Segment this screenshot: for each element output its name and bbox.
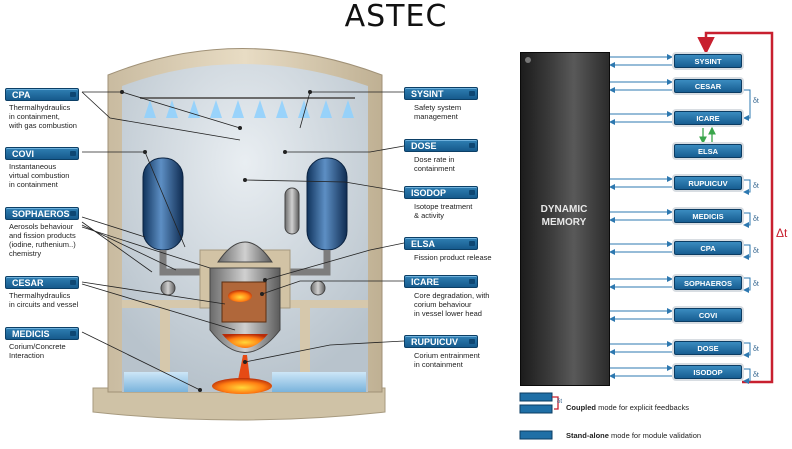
reactor-core: [221, 281, 267, 323]
big-dt-label: Δt: [776, 226, 788, 240]
dt-label-dose: δt: [753, 346, 759, 353]
module-sophaeros-label: SOPHAEROS: [5, 207, 79, 220]
module-cesar-label: CESAR: [5, 276, 79, 289]
cavity-wall-left: [160, 308, 170, 392]
corium-lower-head: [222, 334, 268, 348]
legend-standalone-text: Stand-alone mode for module validation: [566, 431, 702, 440]
chain-dose: DOSE: [674, 341, 742, 355]
chain-icare: ICARE: [674, 111, 742, 125]
legend-coupled-icon: [519, 392, 559, 414]
chain-elsa: ELSA: [674, 144, 742, 158]
module-isodop-label: ISODOP: [404, 186, 478, 199]
module-elsa-desc: Fission product release: [414, 253, 492, 262]
memory-links: [608, 54, 673, 379]
primary-pipe-right: [285, 250, 331, 276]
chain-cesar: CESAR: [674, 79, 742, 93]
pool-left: [124, 372, 188, 392]
dt-label-rupuicuv: δt: [753, 183, 759, 190]
chain-sysint: SYSINT: [674, 54, 742, 68]
chain-medicis: MEDICIS: [674, 209, 742, 223]
module-sysint-label: SYSINT: [404, 87, 478, 100]
chain-covi: COVI: [674, 308, 742, 322]
chain-cpa: CPA: [674, 241, 742, 255]
chain-isodop: ISODOP: [674, 365, 742, 379]
pressurizer: [284, 187, 300, 235]
primary-pipe-left: [159, 250, 205, 276]
global-timestep-loop: [697, 31, 774, 384]
dt-label-isodop: δt: [753, 372, 759, 379]
dt-label-sophaeros: δt: [753, 281, 759, 288]
module-rupuicuv-label: RUPUICUV: [404, 335, 478, 348]
module-cpa-label: CPA: [5, 88, 79, 101]
legend-standalone-icon: [519, 430, 553, 440]
dt-label-medicis: δt: [753, 216, 759, 223]
dt-label-cesar: δt: [753, 98, 759, 105]
module-covi-label: COVI: [5, 147, 79, 160]
leader-dots: [120, 90, 312, 392]
vessel-head: [217, 241, 273, 263]
dt-label-legend: δt: [557, 399, 563, 405]
local-timestep-loops: [742, 89, 751, 384]
base-slab: [92, 387, 386, 421]
corium-pool: [212, 378, 272, 394]
pool-right: [272, 372, 366, 392]
module-icare-label: ICARE: [404, 275, 478, 288]
dynamic-memory-block: [520, 52, 610, 386]
corium-debris: [228, 290, 252, 302]
status-dot: [525, 57, 531, 63]
module-dose-label: DOSE: [404, 139, 478, 152]
dt-label-cpa: δt: [753, 248, 759, 255]
page-title: ASTEC: [344, 0, 448, 34]
icare-elsa-coupling: [699, 126, 716, 145]
module-isodop-desc: Isotope treatment& activity: [414, 202, 473, 220]
chain-rupuicuv: RUPUICUV: [674, 176, 742, 190]
module-medicis-label: MEDICIS: [5, 327, 79, 340]
chain-sophaeros: SOPHAEROS: [674, 276, 742, 290]
module-elsa-label: ELSA: [404, 237, 478, 250]
legend-coupled-text: Coupled mode for explicit feedbacks: [566, 403, 689, 412]
spray-nozzles: [144, 100, 354, 118]
